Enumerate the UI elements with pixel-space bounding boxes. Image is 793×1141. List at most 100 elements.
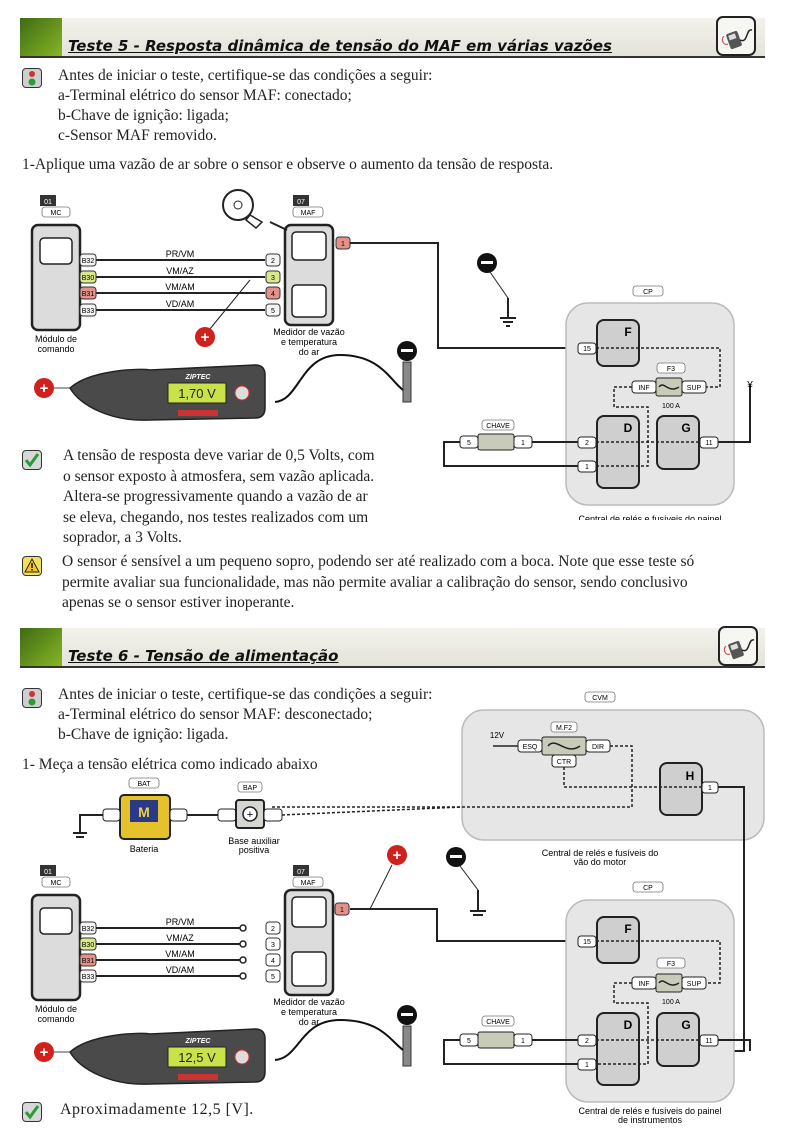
svg-text:M.F2: M.F2 [556, 725, 572, 732]
svg-text:F3: F3 [667, 366, 675, 373]
check-icon [22, 450, 42, 470]
svg-text:H: H [686, 769, 695, 783]
svg-text:Medidor de vazão: Medidor de vazão [273, 997, 345, 1007]
mc-code: MC [51, 210, 62, 217]
wire-harness: PR/VM VM/AZ VM/AM VD/AM [96, 249, 265, 311]
svg-text:G: G [681, 1018, 690, 1032]
traffic-light-icon [22, 68, 42, 88]
svg-text:11: 11 [705, 440, 712, 447]
ignition-switch: CHAVE 5 1 [443, 419, 578, 467]
svg-text:07: 07 [297, 869, 305, 876]
svg-text:do ar: do ar [299, 347, 320, 357]
svg-text:MC: MC [51, 880, 62, 887]
svg-text:vão do motor: vão do motor [574, 857, 627, 867]
cvm-fusebox: CVM 12V M.F2 ESQ DIR CTR H 1 Central de … [270, 691, 765, 1052]
test6-wiring-diagram: CVM 12V M.F2 ESQ DIR CTR H 1 Central de … [30, 691, 765, 1125]
check-icon [22, 1102, 42, 1122]
blower-fan-icon [222, 189, 288, 231]
wire-harness: PR/VM VM/AZ VM/AM VD/AM [96, 917, 247, 980]
test6-condition: b-Chave de ignição: ligada. [58, 726, 229, 743]
svg-text:e temperatura: e temperatura [281, 337, 337, 347]
test6-header: Teste 6 - Tensão de alimentação [20, 628, 765, 668]
mc-label: Módulo de [35, 334, 77, 344]
header-accent [20, 628, 62, 666]
svg-text:100 A: 100 A [662, 403, 680, 410]
svg-text:B32: B32 [82, 926, 95, 933]
wire-label: VM/AZ [166, 266, 194, 276]
svg-text:INF: INF [638, 385, 649, 392]
svg-text:Central de relés e fusíveis do: Central de relés e fusíveis do painel [578, 1106, 721, 1116]
svg-text:B33: B33 [82, 308, 95, 315]
svg-text:3: 3 [271, 275, 275, 282]
svg-text:CP: CP [643, 289, 653, 296]
svg-text:VM/AM: VM/AM [165, 949, 195, 959]
wire-label: PR/VM [166, 249, 195, 259]
svg-text:Medidor de vazão: Medidor de vazão [273, 327, 345, 337]
svg-text:11: 11 [705, 1038, 712, 1045]
svg-text:B33: B33 [82, 974, 95, 981]
svg-text:BAT: BAT [137, 781, 151, 788]
ground-icon [500, 317, 516, 327]
test5-condition: b-Chave de ignição: ligada; [58, 107, 229, 124]
meter-display: 1,70 V [178, 386, 216, 401]
svg-text:1: 1 [585, 464, 589, 471]
mc-number: 01 [44, 199, 52, 206]
battery: BAT M Bateria [73, 777, 218, 854]
svg-text:B30: B30 [82, 942, 95, 949]
svg-text:B31: B31 [82, 291, 95, 298]
ignition-switch: CHAVE 5 1 [443, 1015, 578, 1065]
svg-text:CHAVE: CHAVE [486, 423, 510, 430]
wire-label: VD/AM [166, 299, 195, 309]
svg-text:4: 4 [271, 291, 275, 298]
svg-text:07: 07 [297, 199, 305, 206]
svg-text:DIR: DIR [592, 744, 604, 751]
svg-text:5: 5 [271, 974, 275, 981]
positive-probe-icon [195, 327, 215, 347]
svg-text:100 A: 100 A [662, 999, 680, 1006]
svg-text:2: 2 [271, 258, 275, 265]
svg-text:12V: 12V [490, 731, 505, 740]
svg-text:ZIPTEC: ZIPTEC [185, 1038, 212, 1045]
svg-text:comando: comando [37, 1014, 74, 1024]
svg-text:5: 5 [467, 1038, 471, 1045]
test6-title: Teste 6 - Tensão de alimentação [68, 647, 339, 665]
svg-text:ZIPTEC: ZIPTEC [185, 374, 212, 381]
test5-result: A tensão de resposta deve variar de 0,5 … [63, 447, 375, 546]
mc-module: 01 MC Módulo de comando [30, 195, 82, 354]
svg-text:1: 1 [521, 440, 525, 447]
svg-text:+: + [393, 847, 402, 864]
svg-text:D: D [624, 1018, 633, 1032]
maf-sensor: 07 MAF Medidor de vazão e temperatura do… [265, 195, 351, 357]
svg-text:15: 15 [583, 346, 591, 353]
multimeter-badge-icon [716, 16, 756, 56]
svg-text:F3: F3 [667, 961, 675, 968]
svg-text:1: 1 [340, 907, 344, 914]
svg-text:2: 2 [271, 926, 275, 933]
svg-text:+: + [247, 809, 253, 821]
svg-text:+: + [40, 1044, 49, 1061]
svg-text:CHAVE: CHAVE [486, 1019, 510, 1026]
test6-result: Aproximadamente 12,5 [V]. [60, 1101, 254, 1118]
svg-text:01: 01 [44, 869, 52, 876]
svg-text:3: 3 [271, 942, 275, 949]
test5-title: Teste 5 - Resposta dinâmica de tensão do… [68, 37, 612, 55]
svg-text:INF: INF [638, 981, 649, 988]
svg-text:5: 5 [271, 308, 275, 315]
svg-text:VD/AM: VD/AM [166, 965, 195, 975]
svg-text:1: 1 [708, 785, 712, 792]
svg-text:2: 2 [585, 440, 589, 447]
header-accent [20, 18, 62, 56]
svg-text:CTR: CTR [557, 759, 571, 766]
warning-icon [22, 556, 42, 576]
test5-wiring-diagram: 01 MC Módulo de comando PR/VM VM/AZ VM/A… [30, 189, 753, 520]
svg-text:F: F [624, 922, 631, 936]
mc-label: comando [37, 344, 74, 354]
test5-step: 1-Aplique uma vazão de ar sobre o sensor… [22, 156, 554, 173]
svg-text:BAP: BAP [243, 785, 257, 792]
svg-text:CP: CP [643, 885, 653, 892]
maf-sensor: 07 MAF 2 3 4 5 1 Medidor de vazão e temp… [265, 865, 350, 1027]
svg-text:+: + [40, 380, 49, 397]
svg-text:PR/VM: PR/VM [166, 917, 195, 927]
svg-text:MAF: MAF [301, 210, 316, 217]
svg-text:¥: ¥ [746, 380, 753, 391]
